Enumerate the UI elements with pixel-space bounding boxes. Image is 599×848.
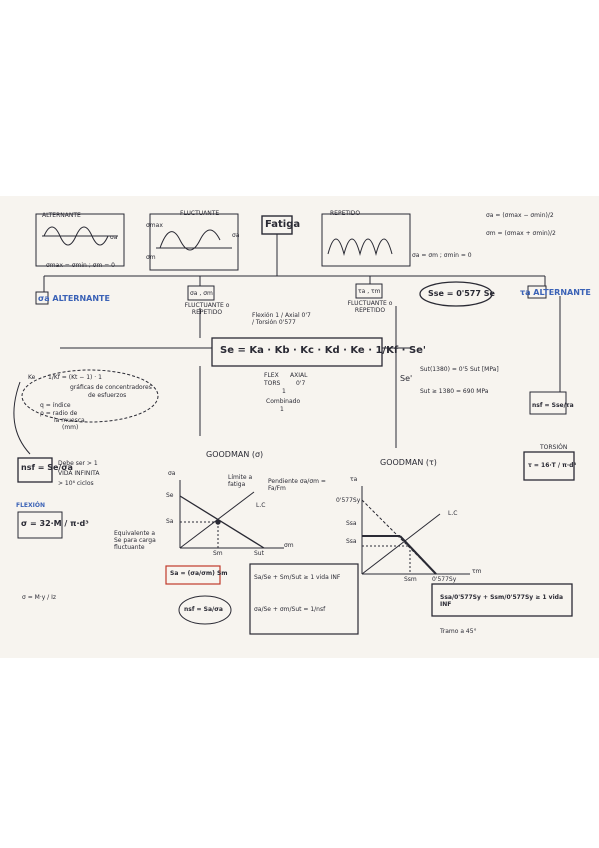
goodman-criterion-2: σa/Se + σm/Sut = 1/nsf — [254, 606, 326, 613]
repetido-wave-label: REPETIDO — [330, 210, 361, 217]
goodman-tau-x-tick-sy: 0'577Sy — [432, 576, 457, 583]
fatigue-limit-label: Límite a fatiga — [228, 474, 253, 488]
goodman-sigma-x-tick-sm: Sm — [213, 550, 223, 557]
goodman-sigma-lc-label: L.C — [256, 502, 266, 509]
nsf-tau-formula: nsf = Sse/τa — [532, 402, 574, 409]
branch-sigma-caption: FLUCTUANTE o REPETIDO — [184, 302, 230, 316]
goodman-tau-y-tick-ssa-2: Ssa — [346, 538, 357, 545]
slope-label: Pendiente σa/σm = Fa/Fm — [268, 478, 326, 492]
nsf-goodman-formula: nsf = Sa/σa — [184, 606, 223, 613]
goodman-sigma-y-tick-sa: Sa — [166, 518, 174, 525]
alternante-wave-label: ALTERNANTE — [42, 212, 81, 219]
ke-note-line-2: de esfuerzos — [88, 392, 127, 399]
goodman-tau-y-axis-label: τa — [350, 476, 358, 483]
ke-note-line-1: gráficas de concentradores — [70, 384, 152, 391]
marin-box — [211, 337, 383, 367]
branch-tau-caption: FLUCTUANTE o REPETIDO — [347, 300, 393, 314]
goodman-tau-title: GOODMAN (τ) — [380, 458, 437, 467]
goodman-sigma-x-tick-sut: Sut — [254, 550, 264, 557]
goodman-tau-line — [399, 535, 437, 575]
sa-formula: Sa = (σa/σm) Sm — [170, 570, 228, 577]
bending-stress-note: σ = M·y / Iz — [22, 594, 57, 601]
branch-alternante-sigma: σa ALTERNANTE — [38, 294, 110, 303]
fluctuante-axis-3: σm — [146, 254, 156, 261]
torsion-label: TORSIÓN — [540, 444, 568, 451]
mean-stress-formula: σm = (σmax + σmin)/2 — [486, 230, 556, 237]
goodman-sigma-title: GOODMAN (σ) — [206, 450, 264, 459]
se-prime-case-1: Sut(1380) = 0'5 Sut [MPa] — [420, 366, 499, 373]
alternante-note: σmax = σmin ; σm = 0 — [46, 262, 115, 269]
hand-drawn-lines — [13, 213, 575, 635]
goodman-tau-x-tick-ssm: Ssm — [404, 576, 417, 583]
branch-sigma-box-label: σa , σm — [190, 290, 213, 297]
nsf-sigma-formula: nsf = Se/σa — [21, 463, 73, 472]
fluctuante-wave-box — [149, 213, 239, 271]
branch-tau-box-label: τa , τm — [358, 288, 381, 295]
tramo-note: Tramo a 45° — [440, 628, 477, 635]
se-prime-case-2: Sut ≥ 1380 = 690 MPa — [420, 388, 489, 395]
alternante-axis-label: σa — [110, 234, 118, 241]
goodman-tau-lc-label: L.C — [448, 510, 458, 517]
infinite-life-note-3: > 10⁶ ciclos — [58, 480, 94, 487]
goodman-tau-criterion: Ssa/0'577Sy + Ssm/0'577Sy ≥ 1 vida INF — [440, 594, 563, 608]
se-prime-label: Se' — [400, 374, 413, 383]
page-title: Fatiga — [265, 219, 301, 230]
ke-note-line-5: la muesca — [54, 417, 85, 424]
kc-label-flex: FLEX — [264, 372, 279, 379]
infinite-life-note-2: VIDA INFINITA — [58, 470, 100, 477]
ke-note-line-3: q = índice — [40, 402, 71, 409]
combined-label: Combinado — [266, 398, 301, 405]
kf-expression: 1/Kf = (Kt − 1) · 1 — [48, 374, 102, 381]
torsion-formula: τ = 16·T / π·d³ — [528, 462, 577, 469]
fluctuante-wave — [159, 229, 221, 251]
repetido-note: σa = σm ; σmin = 0 — [412, 252, 472, 259]
ke-note-line-4: ρ = radio de — [40, 410, 78, 417]
ke-label: Ke — [28, 374, 36, 381]
kc-label-axial: AXIAL — [290, 372, 308, 379]
sse-formula: Sse = 0'577 Se — [428, 289, 495, 298]
equivalent-se-note: Equivalente a Se para carga fluctuante — [114, 530, 156, 551]
repetido-wave-box — [321, 213, 411, 267]
branch-alternante-tau: τa ALTERNANTE — [520, 288, 591, 297]
repetido-wave — [327, 238, 393, 256]
goodman-criterion-1: Sa/Se + Sm/Sut ≥ 1 vida INF — [254, 574, 341, 581]
alternante-wave — [43, 226, 109, 246]
kc-value-flex: 1 — [282, 388, 286, 395]
ke-note-line-6: (mm) — [62, 424, 79, 431]
flexion-label: FLEXIÓN — [16, 502, 46, 509]
kc-label-tors: TORS — [264, 380, 281, 387]
alternante-wave-box — [35, 213, 125, 267]
fluctuante-wave-label: FLUCTUANTE — [180, 210, 220, 217]
goodman-sigma-line — [179, 495, 265, 549]
goodman-tau-y-tick-sy: 0'577Sy — [336, 497, 361, 504]
goodman-sigma-y-tick-se: Se — [166, 492, 174, 499]
alternating-stress-formula: σa = (σmax − σmin)/2 — [486, 212, 554, 219]
goodman-tau-x-axis-label: τm — [472, 568, 482, 575]
goodman-sigma-x-axis-label: σm — [284, 542, 294, 549]
goodman-tau-y-tick-ssa-1: Ssa — [346, 520, 357, 527]
kc-value-axial: 0'7 — [296, 380, 306, 387]
fluctuante-axis-2: σa — [232, 232, 240, 239]
combined-value: 1 — [280, 406, 284, 413]
marin-equation: Se = Ka · Kb · Kc · Kd · Ke · 1/Kf · Se' — [220, 345, 426, 356]
fluctuante-axis-1: σmax — [146, 222, 163, 229]
flexion-formula: σ = 32·M / π·d³ — [21, 519, 89, 528]
goodman-sigma-y-axis-label: σa — [168, 470, 176, 477]
kc-note: Flexión 1 / Axial 0'7 / Torsión 0'577 — [252, 312, 311, 326]
notes-sheet — [0, 196, 599, 658]
infinite-life-note-1: Debe ser > 1 — [58, 460, 98, 467]
